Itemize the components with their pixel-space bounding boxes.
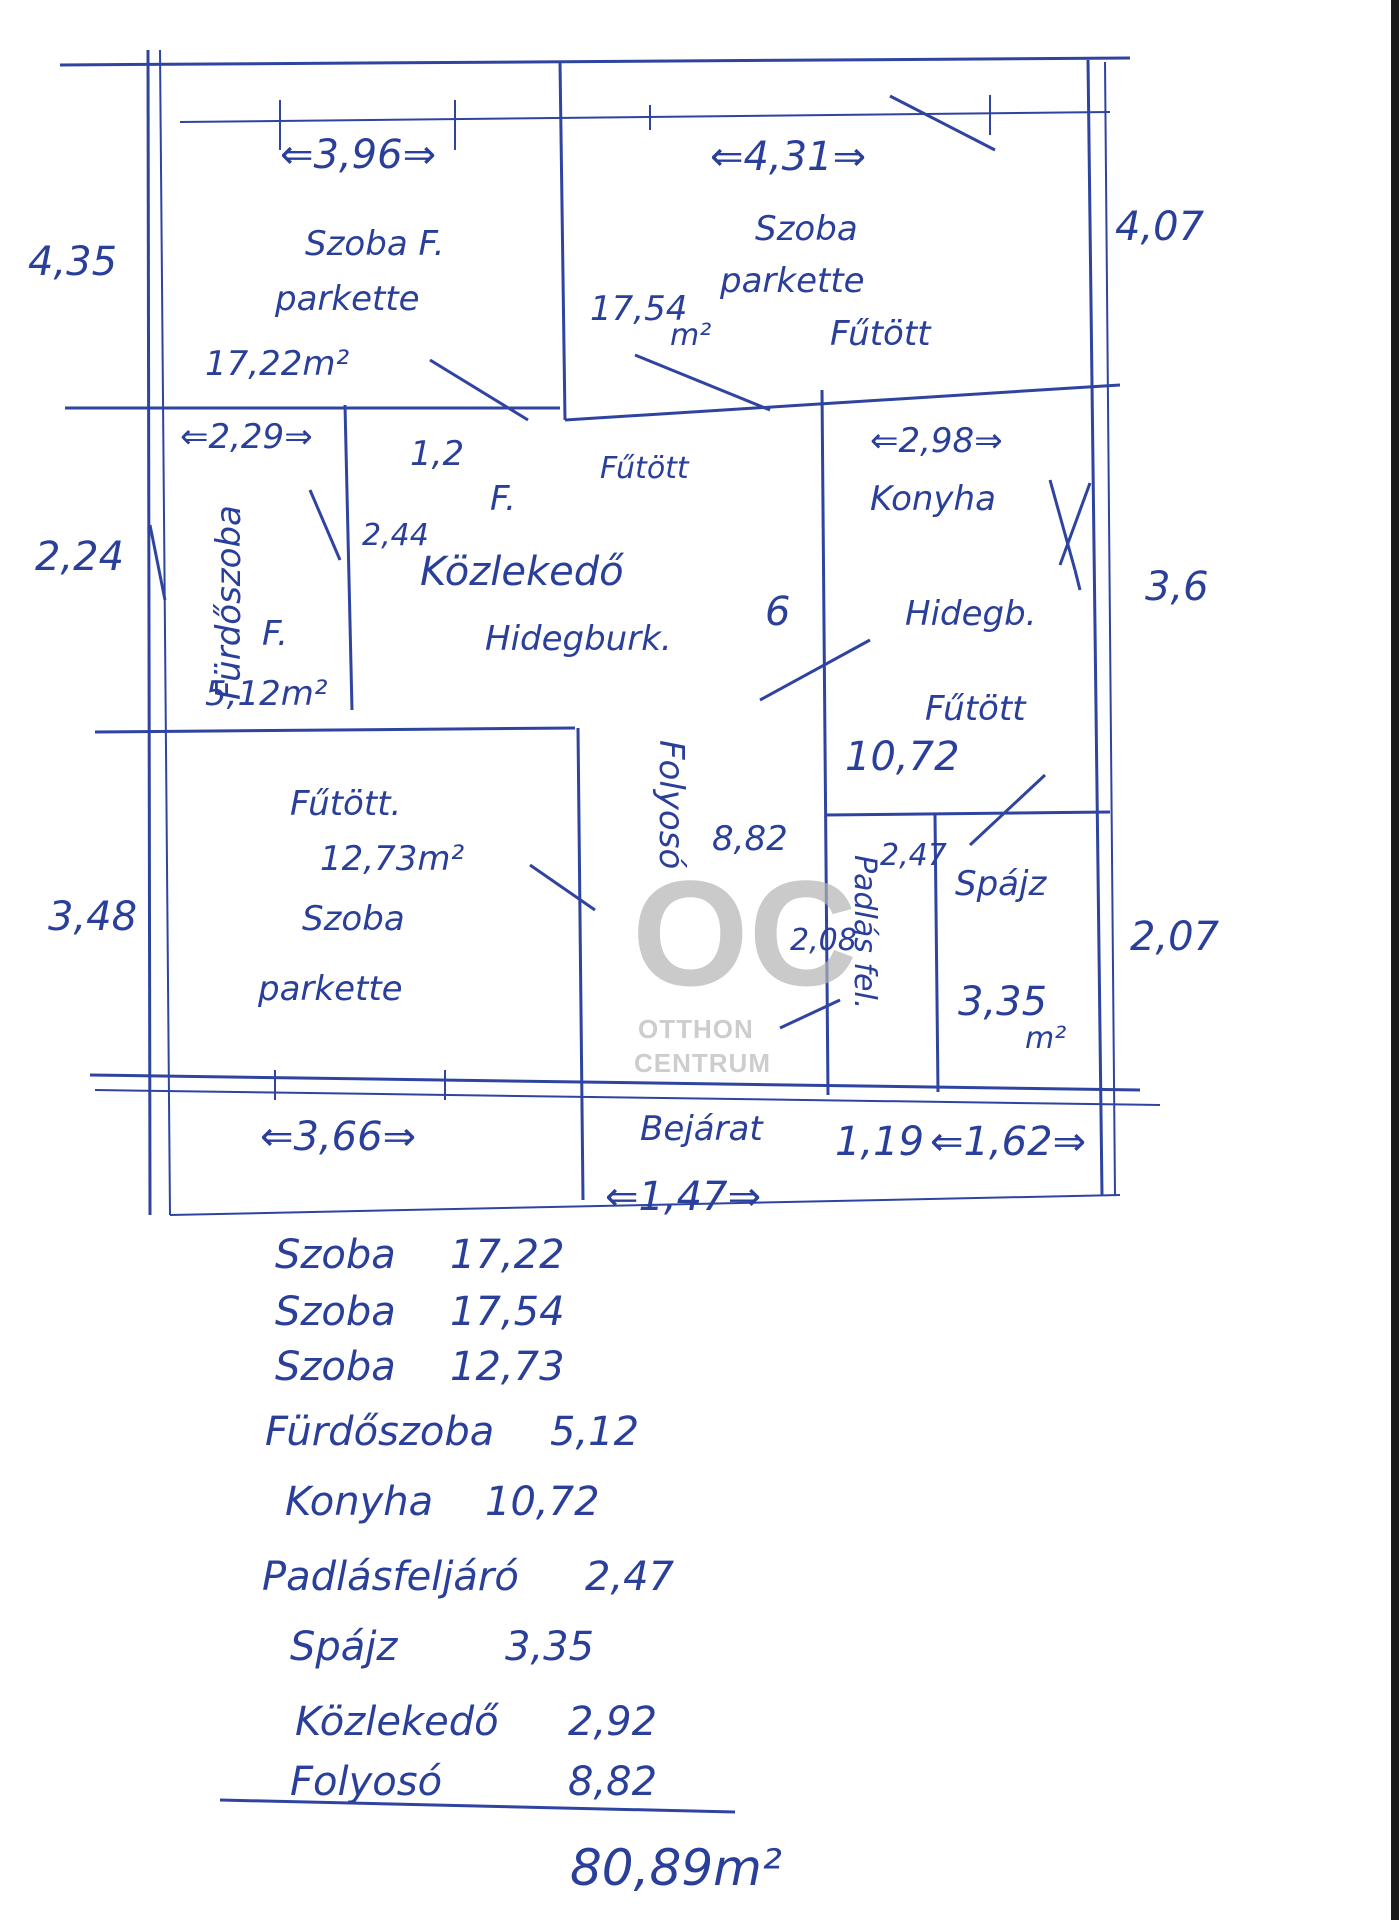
svg-text:Spájz: Spájz [290, 1624, 398, 1670]
watermark-line1: OTTHON [638, 1014, 754, 1044]
area: 3,35 [958, 979, 1047, 1025]
plan-walls [59, 49, 1161, 1216]
dim-right: 4,07 [1115, 204, 1205, 250]
svg-text:5,12: 5,12 [550, 1409, 639, 1455]
room-top-middle: ⇐4,31⇒ 4,07 Szoba parkette 17,54 m² Fűtö… [590, 134, 1205, 354]
heated-label: Fűtött [600, 451, 690, 486]
dim-bottom: ⇐1,62⇒ [930, 1119, 1086, 1165]
dim-top: ⇐2,29⇒ [180, 417, 313, 457]
dim-b: 2,44 [362, 518, 429, 553]
floor-type: parkette [274, 279, 420, 319]
svg-text:Fürdőszoba: Fürdőszoba [265, 1409, 494, 1455]
cold-label: Hidegb. [905, 594, 1036, 634]
dim-right: 3,6 [1145, 564, 1209, 610]
watermark-logo: OC OTTHON CENTRUM [632, 849, 857, 1078]
room-name: Fürdőszoba [209, 505, 249, 700]
svg-text:2,47: 2,47 [585, 1554, 675, 1600]
area-summary: Szoba 17,22 Szoba 17,54 Szoba 12,73 Fürd… [219, 1232, 782, 1897]
room-top-left: ⇐3,96⇒ 4,35 Szoba F. parkette 17,22m² [28, 132, 444, 384]
dim-bottom: 1,19 [835, 1119, 924, 1165]
summary-row: Spájz 3,35 [290, 1624, 594, 1670]
summary-row: Konyha 10,72 [285, 1479, 600, 1525]
area: 17,22m² [205, 344, 349, 384]
svg-text:17,22: 17,22 [450, 1232, 565, 1278]
room-hallway: 1,2 2,44 F. Fűtött Közlekedő Hidegburk. … [362, 434, 790, 659]
entrance-dim: ⇐1,47⇒ [605, 1174, 761, 1220]
svg-text:Padlásfeljáró: Padlásfeljáró [262, 1554, 519, 1600]
heated-label: Fűtött [830, 314, 932, 354]
dim-right: 2,07 [1130, 914, 1220, 960]
svg-text:10,72: 10,72 [485, 1479, 600, 1525]
svg-text:Szoba: Szoba [275, 1232, 396, 1278]
svg-text:8,82: 8,82 [568, 1759, 657, 1805]
heated-label: Fűtött. [290, 784, 401, 824]
room-pantry: Spájz 3,35 m² 2,07 ⇐1,62⇒ [930, 864, 1220, 1165]
room-kitchen: ⇐2,98⇒ Konyha 3,6 Hidegb. Fűtött 10,72 [845, 421, 1209, 780]
watermark-mark: OC [632, 849, 857, 1017]
floor-type: parkette [257, 969, 403, 1009]
room-name: Szoba [755, 209, 858, 249]
room-attic-access: Padlás fel. 2,47 1,19 [835, 838, 947, 1165]
summary-total: 80,89m² [570, 1839, 782, 1897]
svg-text:3,35: 3,35 [505, 1624, 594, 1670]
entrance-label: Bejárat [640, 1109, 764, 1149]
vertical-label: Padlás fel. [847, 855, 882, 1009]
dim-top: ⇐2,98⇒ [870, 421, 1003, 461]
room-name: Szoba F. [305, 224, 444, 264]
floor-type: parkette [719, 261, 865, 301]
summary-row: Fürdőszoba 5,12 [265, 1409, 639, 1455]
dim-left: 3,48 [48, 894, 137, 940]
summary-row: Szoba 17,22 [275, 1232, 565, 1278]
dim-top: ⇐3,96⇒ [280, 132, 436, 178]
summary-row: Szoba 17,54 [275, 1289, 565, 1335]
dim-bottom: ⇐3,66⇒ [260, 1114, 416, 1160]
room-corridor: Folyosó 8,82 2,08 [651, 740, 857, 958]
svg-text:Szoba: Szoba [275, 1344, 396, 1390]
svg-text:12,73: 12,73 [450, 1344, 565, 1390]
area: 10,72 [845, 734, 960, 780]
summary-divider [219, 1798, 736, 1814]
svg-text:Folyosó: Folyosó [290, 1759, 442, 1805]
area-unit: m² [670, 318, 711, 353]
room-name: Közlekedő [420, 549, 624, 595]
summary-row: Közlekedő 2,92 [295, 1699, 657, 1745]
watermark-line2: CENTRUM [634, 1048, 771, 1078]
dim-v: 2,08 [790, 923, 857, 958]
room-name: Konyha [870, 479, 996, 519]
dim-a: 1,2 [410, 434, 464, 474]
f-mark: F. [262, 614, 288, 654]
summary-row: Padlásfeljáró 2,47 [262, 1554, 675, 1600]
dim-left: 2,24 [35, 534, 124, 580]
dim-top: ⇐4,31⇒ [710, 134, 866, 180]
svg-text:17,54: 17,54 [450, 1289, 565, 1335]
room-name: Spájz [955, 864, 1047, 904]
svg-text:2,92: 2,92 [568, 1699, 657, 1745]
room-name: Szoba [302, 899, 405, 939]
area: 2,47 [880, 838, 947, 873]
room-bathroom: ⇐2,29⇒ 2,24 Fürdőszoba F. 5,12m² [35, 417, 328, 714]
area: 12,73m² [320, 839, 464, 879]
page-edge-shadow [1391, 0, 1399, 1920]
area-unit: m² [1025, 1021, 1066, 1056]
summary-row: Szoba 12,73 [275, 1344, 565, 1390]
svg-text:Konyha: Konyha [285, 1479, 433, 1525]
vertical-label: Folyosó [651, 740, 691, 869]
summary-row: Folyosó 8,82 [290, 1759, 657, 1805]
entrance: Bejárat ⇐1,47⇒ [605, 1109, 764, 1220]
svg-text:Közlekedő: Közlekedő [295, 1699, 499, 1745]
area: 5,12m² [205, 674, 328, 714]
f-mark: F. [490, 479, 516, 519]
cold-label: Hidegburk. [485, 619, 672, 659]
svg-text:Szoba: Szoba [275, 1289, 396, 1335]
area: 17,54 [590, 289, 687, 329]
area: 8,82 [712, 819, 788, 859]
dim-left: 4,35 [28, 239, 117, 285]
heated-label: Fűtött [925, 689, 1027, 729]
dim-v: 6 [765, 589, 790, 635]
room-bottom-left: Fűtött. 12,73m² Szoba parkette 3,48 ⇐3,6… [48, 784, 464, 1160]
